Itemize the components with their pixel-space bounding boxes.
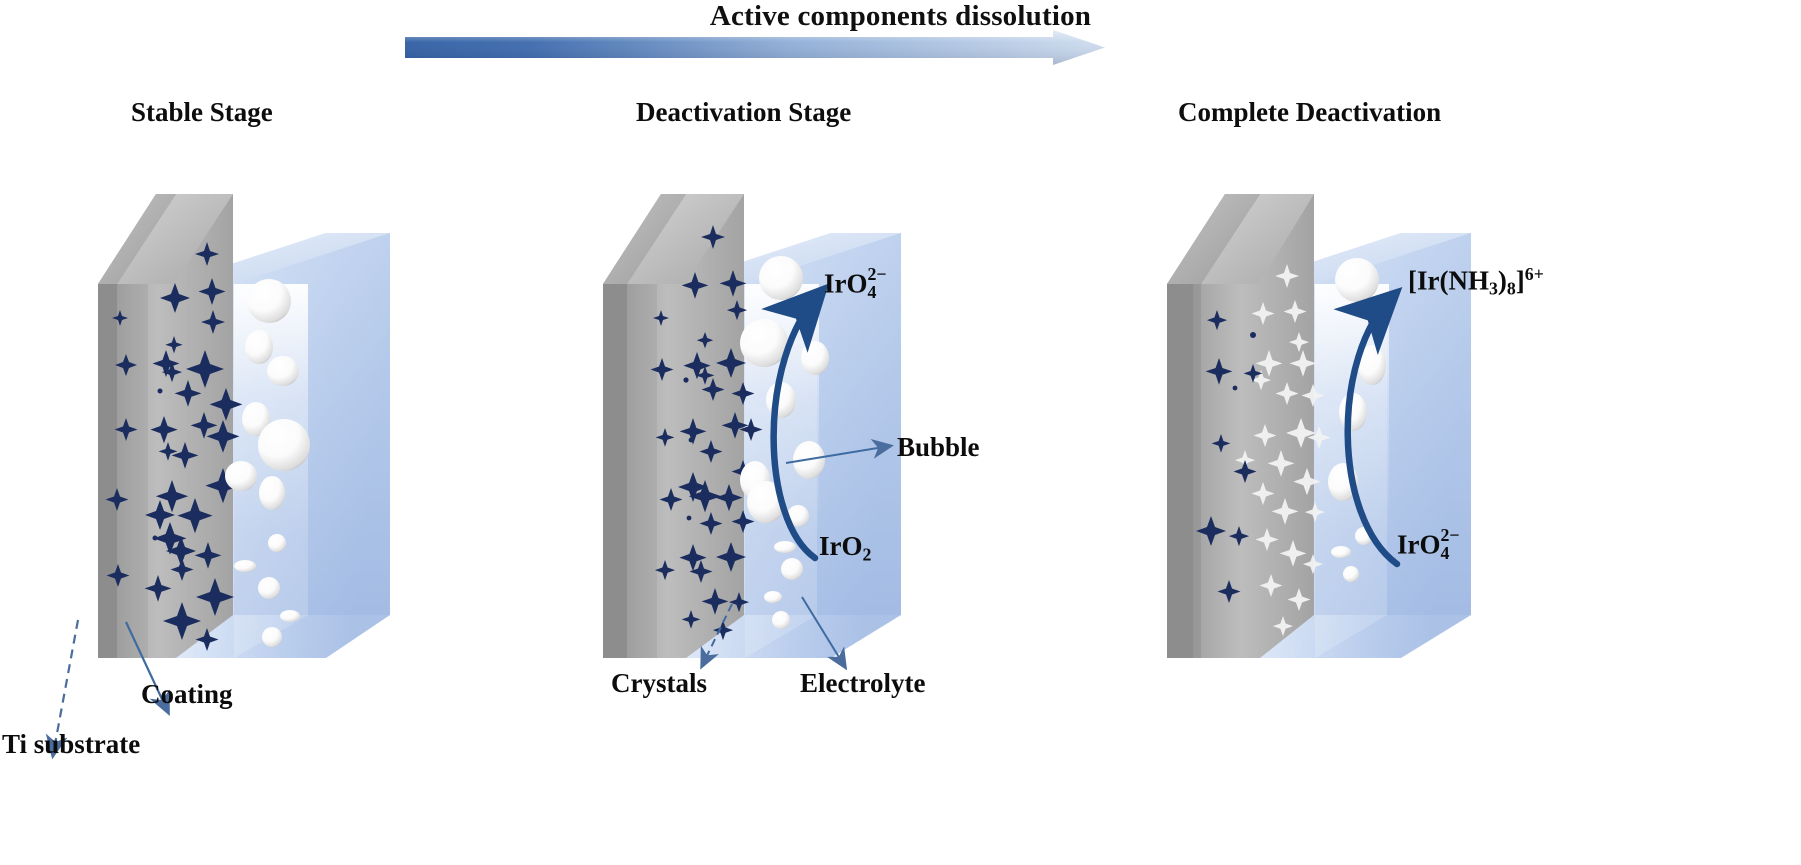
species-irO4b-charge: 2−4 <box>1440 525 1460 563</box>
block-stable-stage <box>60 150 390 658</box>
species-ammine-superscript: 6+ <box>1524 264 1544 284</box>
label-electrolyte: Electrolyte <box>800 668 926 698</box>
crystal-cluster-3-faded <box>1234 264 1331 637</box>
ti-substrate-plate-3 <box>1167 194 1260 658</box>
coating-plate-2 <box>627 194 744 658</box>
label-crystals: Crystals <box>611 668 707 698</box>
stage-title-complete: Complete Deactivation <box>1178 97 1442 127</box>
block-deactivation-stage <box>565 150 905 658</box>
dissolution-curve-arrow-2 <box>761 283 829 562</box>
crystal-cluster-1 <box>105 242 243 651</box>
block-complete-deactivation <box>1135 150 1475 658</box>
species-irO4b-element: IrO <box>1397 529 1441 560</box>
species-irO4b-subscript: 4 <box>1440 542 1450 563</box>
species-ammine-postfix: ] <box>1515 265 1525 296</box>
stage-title-stable: Stable Stage <box>131 97 273 127</box>
dissolution-progress-arrow <box>405 30 1105 65</box>
species-ammine-mid: ) <box>1497 265 1507 296</box>
crystal-cluster-3-remnant <box>1196 310 1263 603</box>
leader-ti-substrate <box>45 619 80 760</box>
leader-crystals <box>700 603 733 670</box>
label-ir-ammine-stage3: [Ir(NH3)8]6+ <box>1408 264 1544 300</box>
species-irO4-charge: 2−4 <box>867 264 887 302</box>
leader-electrolyte <box>801 596 848 671</box>
species-irO2-element: IrO <box>819 531 863 561</box>
species-irO2-subscript: 2 <box>862 544 872 565</box>
crystal-cluster-2 <box>650 225 763 641</box>
species-ammine-subscript-8: 8 <box>1506 278 1516 299</box>
leader-bubble <box>785 439 894 464</box>
leader-coating <box>125 621 170 716</box>
ti-substrate-plate-1 <box>98 194 176 658</box>
banner-title: Active components dissolution <box>709 0 1092 32</box>
species-irO4-superscript: 2− <box>867 264 887 285</box>
species-irO4-subscript: 4 <box>867 281 877 302</box>
species-ammine-subscript-3: 3 <box>1488 278 1498 299</box>
stage-title-deactivation: Deactivation Stage <box>636 97 852 127</box>
label-irO2-stage2: IrO2 <box>819 531 871 565</box>
label-bubble: Bubble <box>897 432 980 462</box>
bubble-group-1 <box>225 279 310 647</box>
label-coating: Coating <box>141 679 233 709</box>
ti-substrate-plate-2 <box>603 194 686 658</box>
dissolution-curve-arrow-3 <box>1333 286 1403 568</box>
coating-plate-1 <box>117 194 233 658</box>
label-ti-substrate: Ti substrate <box>2 729 141 759</box>
species-ammine-prefix: [Ir(NH <box>1408 265 1489 296</box>
species-irO4-element: IrO <box>824 268 868 299</box>
species-irO4b-superscript: 2− <box>1440 525 1460 546</box>
